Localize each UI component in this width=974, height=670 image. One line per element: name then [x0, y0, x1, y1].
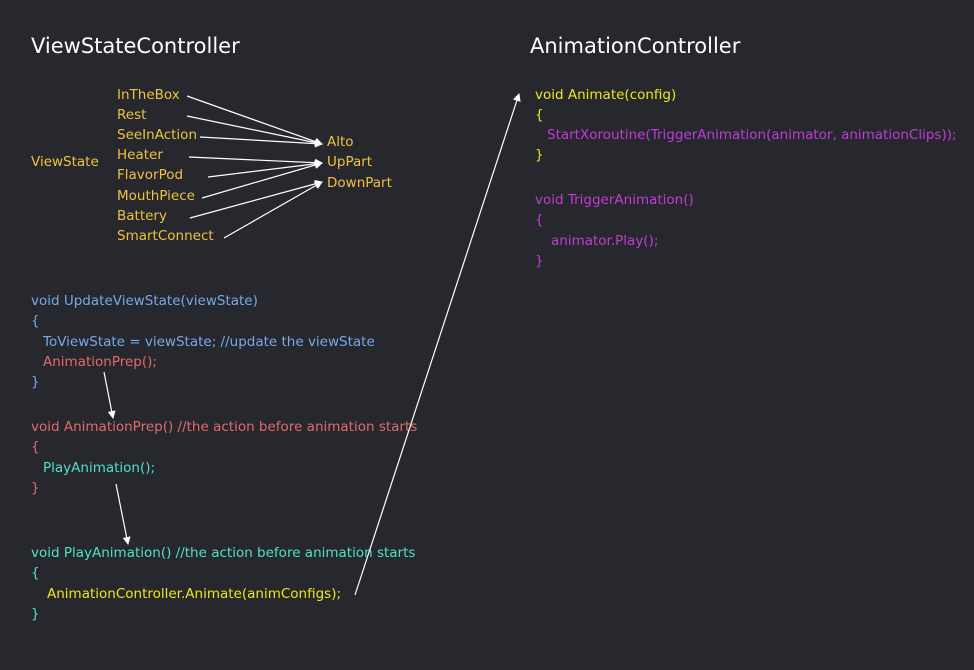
arrow-to-play-animation	[115, 483, 131, 545]
arrow-heater-to-up-part	[188, 156, 323, 167]
update-view-state-assign-line: ToViewState = viewState; //update the vi…	[43, 334, 375, 350]
update-view-state-close-brace: }	[31, 374, 40, 390]
trigger-animation-signature: void TriggerAnimation()	[535, 192, 694, 208]
play-animation-call-line: AnimationController.Animate(animConfigs)…	[47, 586, 342, 602]
animation-prep-close-brace: }	[31, 480, 40, 496]
part-down-part: DownPart	[327, 175, 392, 191]
state-battery: Battery	[117, 208, 167, 224]
view-state-label: ViewState	[31, 154, 99, 170]
part-up-part: UpPart	[327, 154, 373, 170]
state-smart-connect: SmartConnect	[117, 228, 214, 244]
arrow-to-animate	[354, 93, 521, 596]
animation-prep-signature: void AnimationPrep() //the action before…	[31, 419, 418, 435]
arrow-mouth-piece-to-up-part	[201, 161, 323, 199]
view-state-controller-title: ViewStateController	[31, 34, 240, 58]
arrow-to-animation-prep	[103, 371, 116, 419]
animation-prep-open-brace: {	[31, 439, 40, 455]
arrow-smart-connect-to-down-part	[223, 181, 323, 239]
animate-signature: void Animate(config)	[535, 87, 677, 103]
play-animation-signature: void PlayAnimation() //the action before…	[31, 545, 416, 561]
animation-prep-call-line: PlayAnimation();	[43, 460, 156, 476]
trigger-animation-open-brace: {	[535, 212, 544, 228]
play-animation-close-brace: }	[31, 606, 40, 622]
part-alto: Alto	[327, 134, 354, 150]
update-view-state-open-brace: {	[31, 313, 40, 329]
arrow-battery-to-down-part	[189, 179, 323, 219]
trigger-animation-close-brace: }	[535, 253, 544, 269]
state-heater: Heater	[117, 147, 163, 163]
state-flavor-pod: FlavorPod	[117, 167, 184, 183]
state-in-the-box: InTheBox	[117, 87, 180, 103]
animate-open-brace: {	[535, 107, 544, 123]
animate-close-brace: }	[535, 147, 544, 163]
arrow-in-the-box-to-alto	[186, 95, 323, 146]
trigger-animation-call-line: animator.Play();	[551, 233, 659, 249]
animation-controller-title: AnimationController	[530, 34, 741, 58]
state-mouth-piece: MouthPiece	[117, 188, 195, 204]
update-view-state-signature: void UpdateViewState(viewState)	[31, 293, 258, 309]
arrow-flavor-pod-to-up-part	[207, 159, 323, 178]
update-view-state-call-line: AnimationPrep();	[43, 354, 157, 370]
arrow-see-in-action-to-alto	[199, 136, 323, 148]
play-animation-open-brace: {	[31, 565, 40, 581]
state-see-in-action: SeeInAction	[117, 127, 197, 143]
arrow-rest-to-alto	[186, 115, 323, 147]
animate-call-line: StartXoroutine(TriggerAnimation(animator…	[547, 127, 957, 143]
state-rest: Rest	[117, 107, 147, 123]
